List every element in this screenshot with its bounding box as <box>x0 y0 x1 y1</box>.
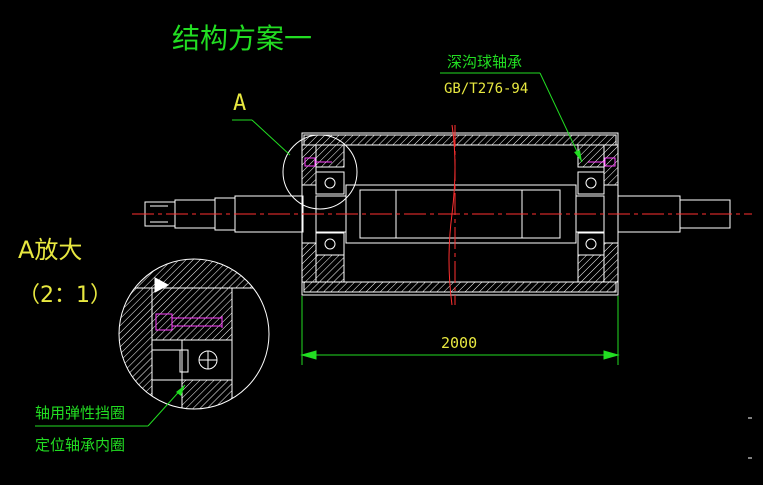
right-bearing-bottom <box>577 232 605 256</box>
tube-wall-top <box>303 134 617 146</box>
end-screws <box>304 157 616 167</box>
length-dimension <box>300 296 620 365</box>
left-bearing-top <box>315 171 345 195</box>
right-bearing-top <box>577 171 605 195</box>
left-hub-top <box>315 144 345 168</box>
detail-circle-a <box>282 134 358 210</box>
circlip-label-line1: 轴用弹性挡圈 <box>35 404 125 422</box>
drawing-title: 结构方案一 <box>172 22 312 55</box>
enlarged-screw <box>155 313 223 331</box>
circlip-leader-arrow <box>176 385 185 396</box>
right-endcap-bottom <box>603 242 619 283</box>
bearing-label: 深沟球轴承 <box>447 53 522 71</box>
left-endcap-bottom <box>301 242 317 283</box>
left-hub-bottom <box>315 254 345 283</box>
right-hub-bottom <box>577 254 605 283</box>
detail-a-leader <box>251 119 291 156</box>
dimension-length-text: 2000 <box>441 334 477 352</box>
right-endcap-top <box>603 144 619 186</box>
right-hub-top <box>577 144 605 168</box>
left-bearing-bottom <box>315 232 345 256</box>
edge-ticks <box>748 417 752 459</box>
detail-marker-a: A <box>233 91 246 116</box>
enlarged-scale: （2：1） <box>18 283 112 308</box>
bearing-leader-arrow <box>574 150 582 162</box>
roller-assembly <box>144 132 731 296</box>
bearing-leader <box>539 72 583 163</box>
tube-wall-bottom <box>303 281 617 293</box>
enlarged-label: A放大 <box>18 236 82 264</box>
break-lines <box>448 124 456 306</box>
bearing-standard: GB/T276-94 <box>444 81 528 97</box>
left-endcap-top <box>301 144 317 186</box>
circlip-label-line2: 定位轴承内圈 <box>35 436 125 454</box>
